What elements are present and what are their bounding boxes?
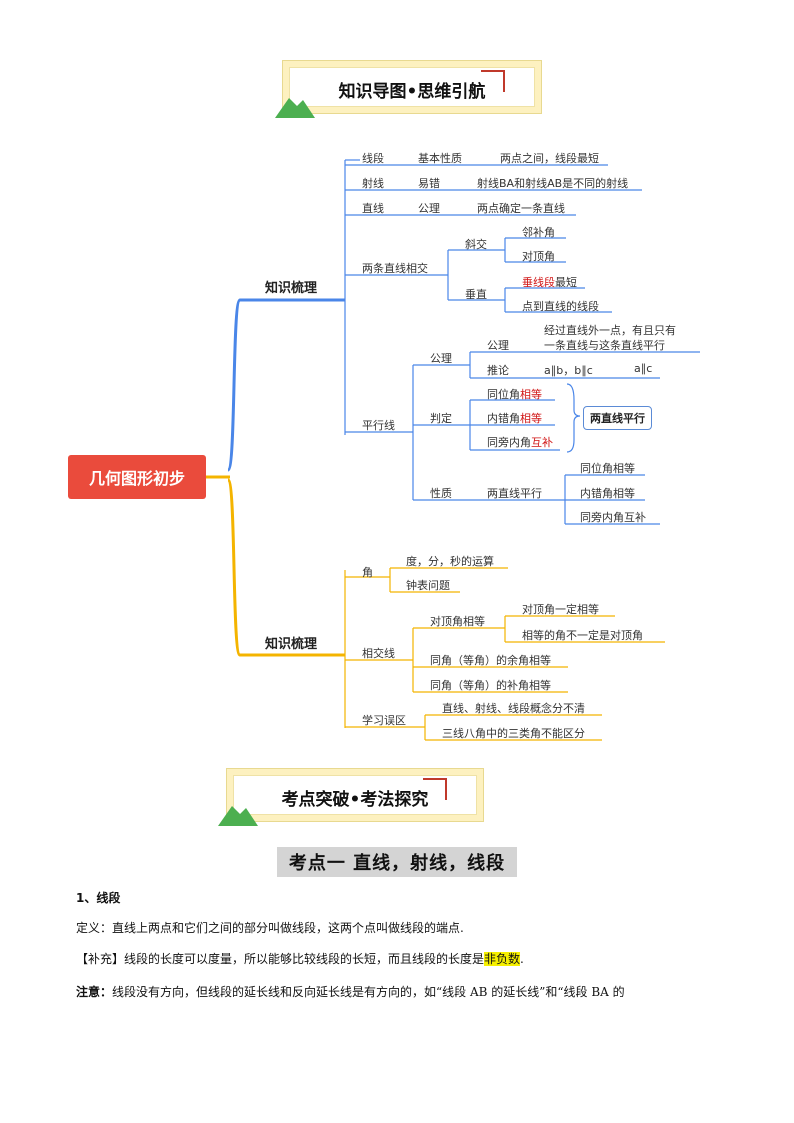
supplement-text: 【补充】线段的长度可以度量，所以能够比较线段的长短，而且线段的长度是: [76, 952, 485, 966]
node-judge-3: 同旁内角互补: [487, 434, 553, 450]
node-nature: 性质: [430, 487, 452, 500]
node-va-2: 相等的角不一定是对顶角: [522, 629, 643, 642]
judge-1-a: 同位角: [487, 388, 520, 401]
banner-accent-line: [445, 778, 447, 800]
node-segment-prop: 基本性质: [418, 152, 462, 165]
note-label: 注意：: [76, 985, 113, 999]
node-supp: 同角（等角）的补角相等: [430, 679, 551, 692]
node-point-dist: 点到直线的线段: [522, 300, 599, 313]
node-cor1: a∥b，b∥c: [544, 364, 593, 377]
node-judge-2: 内错角相等: [487, 410, 542, 426]
banner-accent-bar: [423, 778, 445, 780]
node-parallel: 平行线: [362, 419, 395, 432]
node-va-equal: 对顶角相等: [430, 615, 485, 628]
node-angle-2: 钟表问题: [406, 579, 450, 592]
supplement-end: .: [520, 952, 524, 966]
supplement-highlight: 非负数: [484, 952, 521, 966]
node-line: 直线: [362, 202, 384, 215]
node-va-1: 对顶角一定相等: [522, 603, 599, 616]
node-perp-seg-rest: 最短: [555, 276, 577, 289]
mindmap-lines: [206, 159, 700, 741]
note-text: 线段没有方向，但线段的延长线和反向延长线是有方向的，如“线段 AB 的延长线”和…: [112, 985, 625, 999]
node-segment-desc: 两点之间，线段最短: [500, 152, 599, 165]
node-nature-3: 同旁内角互补: [580, 511, 646, 524]
branch1-title: 知识梳理: [265, 281, 318, 296]
node-segment: 线段: [362, 152, 384, 165]
content-definition: 定义：直线上两点和它们之间的部分叫做线段，这两个点叫做线段的端点.: [76, 921, 464, 935]
node-nature-cond: 两直线平行: [487, 487, 542, 500]
node-angle-1: 度，分，秒的运算: [406, 555, 494, 568]
mountain-icon: [218, 806, 258, 826]
node-oblique: 斜交: [465, 238, 487, 251]
content-heading: 1、线段: [76, 891, 121, 905]
banner-title: 知识导图•思维引航: [338, 82, 486, 102]
content-supplement: 【补充】线段的长度可以度量，所以能够比较线段的长短，而且线段的长度是非负数.: [76, 950, 524, 967]
node-mistake-2: 三线八角中的三类角不能区分: [442, 727, 585, 740]
judge-3-a: 同旁内角: [487, 436, 531, 449]
node-perp-seg-red: 垂线段: [522, 276, 555, 289]
node-axiom-text2: 一条直线与这条直线平行: [544, 339, 665, 352]
node-perp: 垂直: [465, 288, 487, 301]
branch2-title: 知识梳理: [265, 637, 318, 652]
content-note: 注意：线段没有方向，但线段的延长线和反向延长线是有方向的，如“线段 AB 的延长…: [76, 983, 625, 1000]
node-nature-1: 同位角相等: [580, 462, 635, 475]
node-line-desc: 两点确定一条直线: [477, 202, 565, 215]
banner-title: 考点突破•考法探究: [281, 790, 429, 810]
node-ray-prop: 易错: [418, 177, 440, 190]
judge-2-b: 相等: [520, 412, 542, 425]
node-comp: 同角（等角）的余角相等: [430, 654, 551, 667]
node-adjacent: 邻补角: [522, 226, 555, 239]
banner-accent-bar: [481, 70, 503, 72]
node-ray: 射线: [362, 177, 384, 190]
node-axiom-group: 公理: [430, 352, 452, 365]
judge-1-b: 相等: [520, 388, 542, 401]
node-ray-desc: 射线BA和射线AB是不同的射线: [477, 177, 629, 190]
banner-exam-points: 考点突破•考法探究: [226, 768, 484, 822]
node-line-prop: 公理: [418, 202, 440, 215]
node-cor2: a∥c: [634, 362, 653, 375]
node-judge: 判定: [430, 412, 452, 425]
node-vertical-angle: 对顶角: [522, 250, 555, 263]
node-corollary: 推论: [487, 364, 509, 377]
node-angle: 角: [362, 566, 373, 579]
mindmap-root: 几何图形初步: [68, 455, 206, 499]
banner-accent-line: [503, 70, 505, 92]
node-mistakes: 学习误区: [362, 714, 406, 727]
node-intersect: 两条直线相交: [362, 262, 428, 275]
node-axiom-text1: 经过直线外一点，有且只有: [544, 324, 676, 337]
node-cross: 相交线: [362, 647, 395, 660]
node-perp-seg: 垂线段最短: [522, 274, 577, 290]
node-nature-2: 内错角相等: [580, 487, 635, 500]
section-title: 考点一 直线，射线，线段: [277, 847, 517, 877]
judge-2-a: 内错角: [487, 412, 520, 425]
judge-3-b: 互补: [531, 436, 553, 449]
node-two-parallel: 两直线平行: [583, 406, 652, 430]
mountain-icon: [275, 98, 315, 118]
node-mistake-1: 直线、射线、线段概念分不清: [442, 702, 585, 715]
banner-knowledge-map: 知识导图•思维引航: [282, 60, 542, 114]
node-axiom: 公理: [487, 339, 509, 352]
node-judge-1: 同位角相等: [487, 386, 542, 402]
